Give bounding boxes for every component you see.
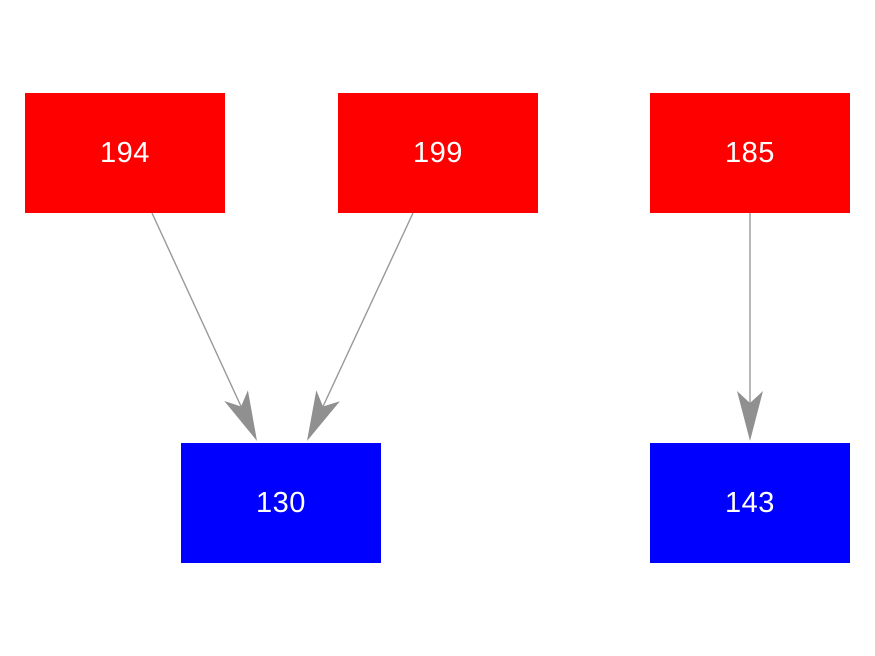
arrowhead-icon — [307, 390, 340, 441]
edge-194-to-130 — [151, 212, 257, 441]
edge-line — [151, 212, 242, 407]
graph-node-143: 143 — [650, 443, 850, 563]
graph-node-130: 130 — [181, 443, 381, 563]
node-label: 185 — [725, 136, 775, 169]
node-label: 194 — [100, 136, 150, 169]
graph-node-185: 185 — [650, 93, 850, 213]
arrowhead-icon — [224, 390, 257, 441]
node-label: 143 — [725, 486, 775, 519]
graph-node-199: 199 — [338, 93, 538, 213]
edge-line — [322, 212, 414, 407]
edge-185-to-143 — [737, 213, 763, 441]
node-label: 130 — [256, 486, 306, 519]
node-label: 199 — [413, 136, 463, 169]
graph-node-194: 194 — [25, 93, 225, 213]
arrowhead-icon — [737, 391, 763, 441]
edge-199-to-130 — [307, 212, 414, 441]
